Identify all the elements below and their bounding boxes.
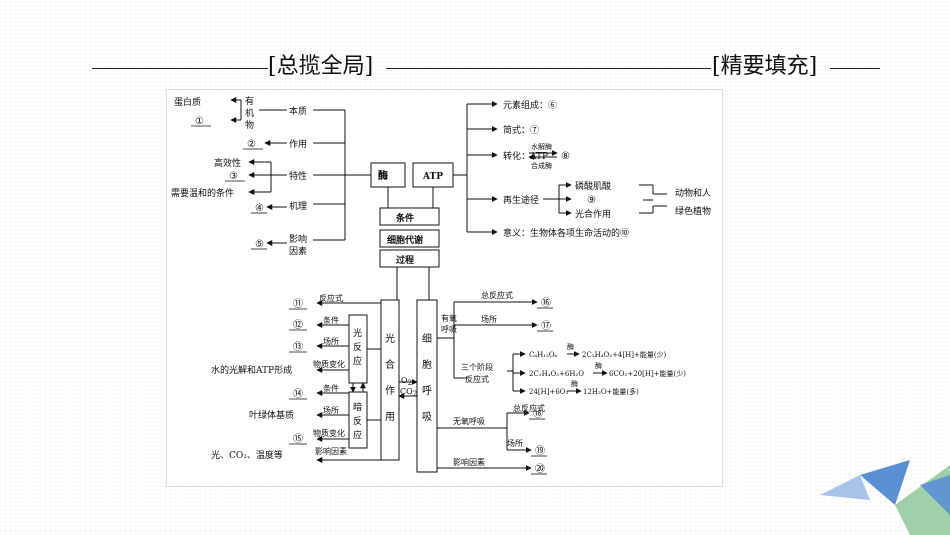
decorative-corner-shapes xyxy=(820,460,950,535)
conditions-box xyxy=(379,207,440,226)
dr-condition: 条件 xyxy=(323,383,339,393)
water-split-label: 水的光解和ATP形成 xyxy=(211,364,292,376)
atp-convert: 转化：ATP xyxy=(503,150,548,162)
blank-14: ⑭ xyxy=(293,388,303,400)
organic-label: 有机物 xyxy=(245,95,254,131)
metabolism-label: 细胞代谢 xyxy=(387,234,423,246)
atp-label: ATP xyxy=(422,172,443,182)
blank-4: ④ xyxy=(255,203,264,214)
header-rule-right xyxy=(830,68,880,69)
prop-characteristics: 特性 xyxy=(289,170,307,182)
deco-triangle-blue xyxy=(860,460,910,505)
protein-label: 蛋白质 xyxy=(174,96,201,108)
lr-place: 场所 xyxy=(323,336,339,346)
blank-16: ⑯ xyxy=(541,297,551,309)
prop-function: 作用 xyxy=(289,138,307,150)
blank-15: ⑮ xyxy=(293,433,303,445)
dr-change: 物质变化 xyxy=(313,428,345,438)
enzyme-box xyxy=(370,162,406,188)
concept-map: 酶 ATP 本质 作用 特性 机理 影响因素 蛋白质 有机物 ① ② 高效性 ③… xyxy=(171,95,711,475)
header-rule-middle xyxy=(386,68,711,69)
eq1-left: C₆H₁₂O₆ xyxy=(529,351,558,359)
prop-nature: 本质 xyxy=(289,105,307,117)
atp-formula: 简式：⑦ xyxy=(503,124,539,136)
process-label: 过程 xyxy=(396,254,414,266)
photosynthesis-vertical-label: 光合作用 xyxy=(385,332,395,423)
photo-label: 光合作用 xyxy=(575,208,611,220)
blank-12: ⑫ xyxy=(293,319,303,331)
stages-reaction-eq: 反应式 xyxy=(465,374,489,384)
svg-text:暗反应: 暗反应 xyxy=(353,401,362,441)
svg-text:光反应: 光反应 xyxy=(353,327,362,367)
ps-reaction-eq: 反应式 xyxy=(319,293,343,303)
photosynthesis-box xyxy=(380,299,400,461)
conditions-label: 条件 xyxy=(395,212,414,224)
eq1-enzyme: 酶 xyxy=(567,342,574,351)
anaerobic-place: 场所 xyxy=(507,438,523,448)
efficiency-label: 高效性 xyxy=(214,157,241,169)
atp-meaning: 意义：生物体各项生命活动的⑩ xyxy=(503,227,629,239)
stroma-label: 叶绿体基质 xyxy=(249,409,294,421)
atp-regen: 再生途径 xyxy=(503,194,539,206)
blank-18: ⑱ xyxy=(533,408,543,420)
eq3-enzyme: 酶 xyxy=(571,379,578,388)
blank-3: ③ xyxy=(229,171,238,182)
aerobic-place: 场所 xyxy=(481,314,497,324)
o2-label: O2 xyxy=(401,376,412,387)
prop-mechanism: 机理 xyxy=(289,200,307,212)
eq2-right: 6CO₂+20[H]+能量(少) xyxy=(609,369,686,378)
dr-place: 场所 xyxy=(323,405,339,415)
anaerobic-label: 无氧呼吸 xyxy=(453,416,485,426)
svg-text:光合作用: 光合作用 xyxy=(385,332,395,423)
eq2-left: 2C₃H₄O₃+6H₂O xyxy=(529,370,584,378)
atp-hydrolase: 水解酶 xyxy=(531,142,552,151)
eq1-right: 2C₃H₄O₃+4[H]+能量(少) xyxy=(582,350,667,359)
mild-conditions-label: 需要温和的条件 xyxy=(171,187,234,199)
process-box xyxy=(379,249,440,268)
section-title-overview: [总揽全局] xyxy=(268,54,374,79)
blank-8: ⑧ xyxy=(561,151,570,162)
enzyme-label: 酶 xyxy=(378,169,388,182)
deco-triangle-blue-small xyxy=(920,475,950,515)
respiration-box xyxy=(416,299,438,473)
slide-header: [总揽全局] [精要填充] xyxy=(0,0,950,90)
anaerobic-total-eq: 总反应式 xyxy=(513,403,545,413)
blank-17: ⑰ xyxy=(541,320,551,332)
eq3-right: 12H₂O+能量(多) xyxy=(583,387,639,396)
svg-text:细胞呼吸: 细胞呼吸 xyxy=(422,332,432,423)
eq3-left: 24[H]+6O₂ xyxy=(529,388,569,396)
creatine-label: 磷酸肌酸 xyxy=(575,180,611,192)
header-rule-left xyxy=(92,68,268,69)
dark-reaction-vertical-label: 暗反应 xyxy=(353,401,362,441)
lr-change: 物质变化 xyxy=(313,359,345,369)
metabolism-box xyxy=(379,229,440,248)
atp-synthase: 合成酶 xyxy=(531,161,552,170)
co2-label: CO2 xyxy=(400,387,417,398)
plants-label: 绿色植物 xyxy=(675,205,711,217)
blank-20: ⑳ xyxy=(535,463,545,475)
blank-2: ② xyxy=(247,139,256,150)
blank-13: ⑬ xyxy=(293,341,303,353)
three-stages-label: 三个阶段 xyxy=(461,362,493,372)
blank-11: ⑪ xyxy=(293,298,303,310)
atp-elements: 元素组成：⑥ xyxy=(503,99,557,111)
aerobic-label: 有氧呼吸 xyxy=(441,313,457,334)
prop-factors: 影响因素 xyxy=(289,233,307,257)
animals-label: 动物和人 xyxy=(675,187,711,199)
lr-condition: 条件 xyxy=(323,315,339,325)
env-factors-label: 光、CO₂、温度等 xyxy=(211,449,283,461)
blank-5: ⑤ xyxy=(255,239,264,250)
light-reaction-vertical-label: 光反应 xyxy=(353,327,362,367)
concept-map-panel: 酶 ATP 本质 作用 特性 机理 影响因素 蛋白质 有机物 ① ② 高效性 ③… xyxy=(166,89,723,487)
section-title-fill: [精要填充] xyxy=(712,54,818,79)
blank-1: ① xyxy=(195,116,204,127)
blank-19: ⑲ xyxy=(535,445,545,457)
eq2-enzyme: 酶 xyxy=(595,361,602,370)
deco-triangle-light xyxy=(820,475,870,500)
blank-9: ⑨ xyxy=(587,195,596,206)
ps-factors: 影响因素 xyxy=(315,446,347,456)
respiration-vertical-label: 细胞呼吸 xyxy=(422,332,432,423)
aerobic-total-eq: 总反应式 xyxy=(481,290,513,300)
resp-factors: 影响因素 xyxy=(453,457,485,467)
